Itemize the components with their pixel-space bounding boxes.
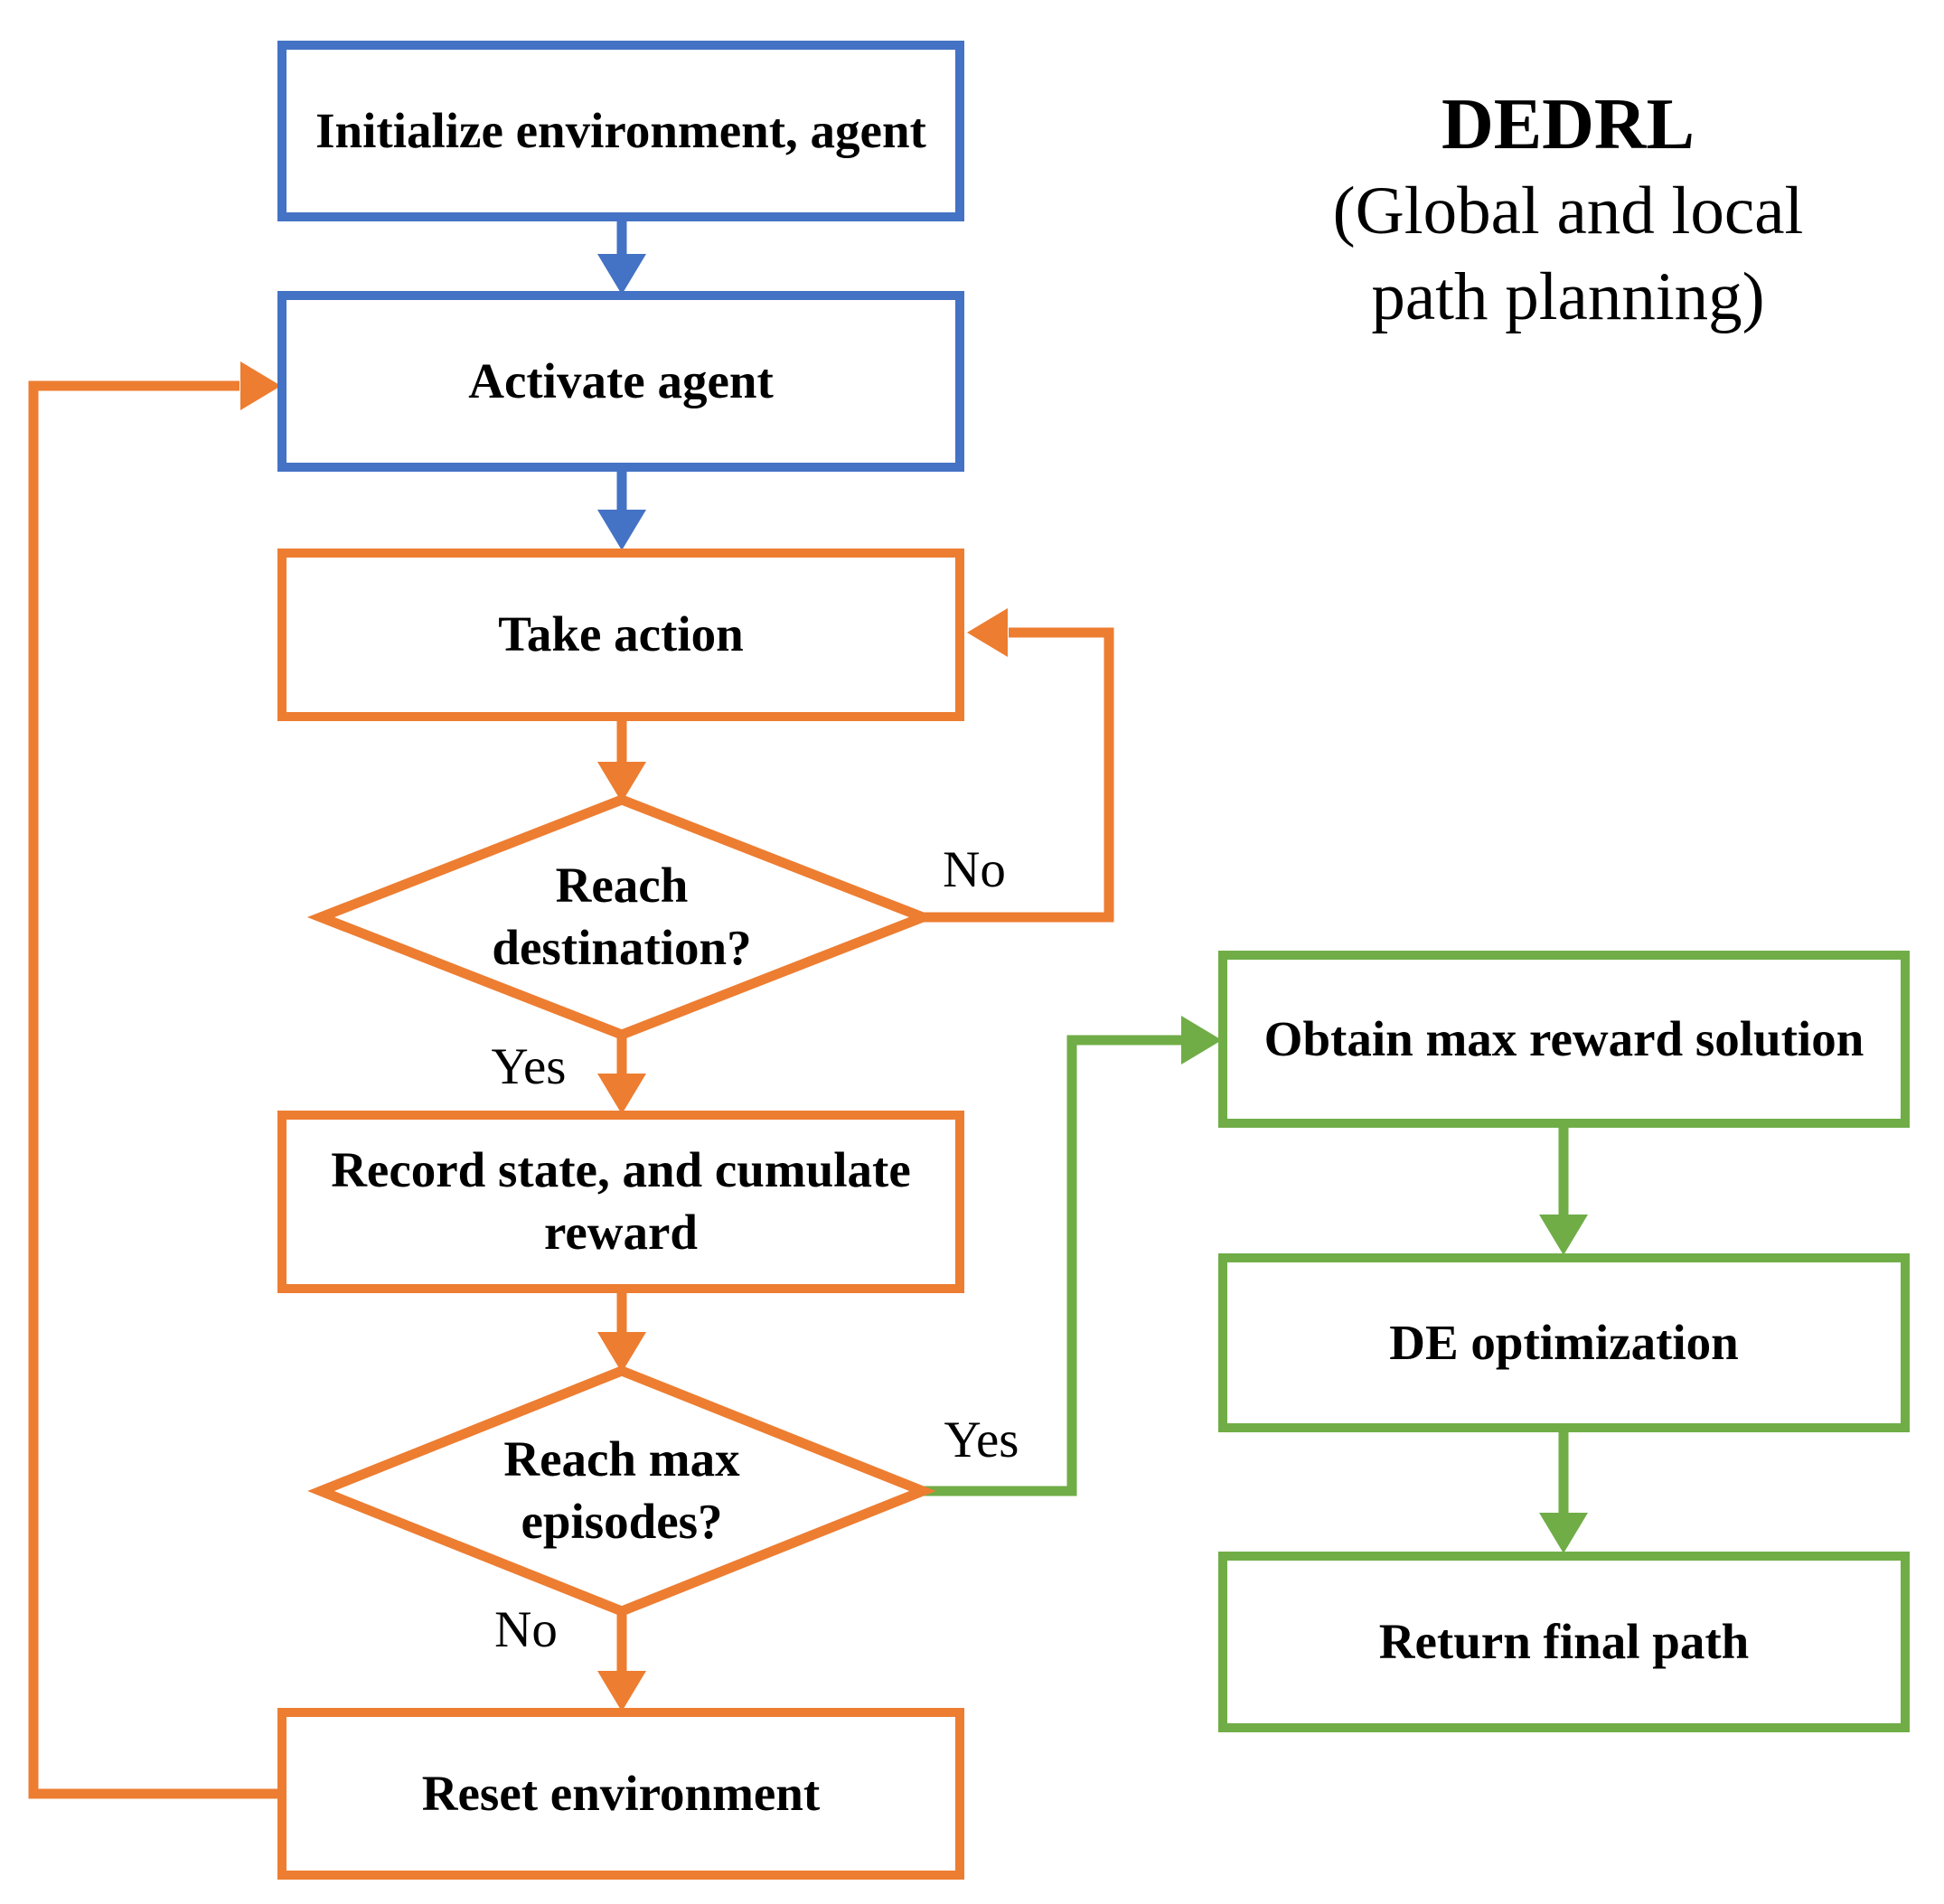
figure-subtitle-line-2: path planning) bbox=[1371, 259, 1765, 334]
arrow-head-icon bbox=[1539, 1513, 1588, 1553]
decision-reach-max-episodes-shape bbox=[307, 1365, 936, 1617]
arrow-activate-to-take-action bbox=[597, 472, 646, 550]
node-record-state: Record state, and cumulate reward bbox=[277, 1111, 964, 1293]
edge-label-no-destination: No bbox=[943, 840, 1006, 898]
figure-title: DEDRL (Global and local path planning) bbox=[1202, 81, 1934, 340]
node-take-action: Take action bbox=[277, 549, 964, 721]
figure-title-acronym: DEDRL bbox=[1441, 85, 1695, 164]
arrow-obtain-to-de-optimization bbox=[1539, 1128, 1588, 1255]
arrow-de-optimization-to-return bbox=[1539, 1432, 1588, 1553]
arrow-reach-destination-to-record-state bbox=[597, 1035, 646, 1114]
node-initialize-environment: Initialize environment, agent bbox=[277, 41, 964, 221]
node-return-final-path: Return final path bbox=[1218, 1552, 1910, 1732]
decision-reach-max-episodes-label: Reach max episodes? bbox=[503, 1431, 740, 1549]
arrow-head-icon bbox=[597, 1074, 646, 1114]
arrow-line bbox=[28, 380, 277, 1799]
edge-label-yes-episodes: Yes bbox=[944, 1411, 1019, 1468]
arrow-head-icon bbox=[597, 762, 646, 802]
node-activate-agent: Activate agent bbox=[277, 291, 964, 472]
arrow-head-icon bbox=[1539, 1215, 1588, 1255]
arrow-head-icon bbox=[597, 510, 646, 550]
no-loop-to-take-action bbox=[923, 608, 1114, 923]
decision-reach-destination-label: Reach destination? bbox=[492, 858, 752, 975]
arrow-head-icon bbox=[967, 608, 1008, 657]
node-reset-environment: Reset environment bbox=[277, 1708, 964, 1880]
edge-label-yes-destination: Yes bbox=[491, 1037, 567, 1095]
node-de-optimization: DE optimization bbox=[1218, 1253, 1910, 1432]
arrow-initialize-to-activate bbox=[597, 221, 646, 295]
yes-path-to-obtain-max-reward bbox=[923, 1016, 1222, 1496]
arrow-head-icon bbox=[597, 1671, 646, 1712]
arrow-reach-max-episodes-to-reset bbox=[597, 1611, 646, 1712]
reset-loop-to-activate bbox=[28, 361, 281, 1799]
arrow-head-icon bbox=[240, 361, 281, 410]
arrow-head-icon bbox=[597, 1332, 646, 1373]
edge-label-no-episodes: No bbox=[494, 1600, 558, 1658]
arrow-line bbox=[923, 1035, 1182, 1496]
arrow-head-icon bbox=[1181, 1016, 1222, 1065]
arrow-record-state-to-reach-max-episodes bbox=[597, 1293, 646, 1373]
figure-subtitle-line-1: (Global and local bbox=[1332, 174, 1804, 249]
arrow-head-icon bbox=[597, 254, 646, 295]
decision-reach-destination-shape bbox=[306, 794, 937, 1040]
node-obtain-max-reward: Obtain max reward solution bbox=[1218, 951, 1910, 1128]
arrow-take-action-to-reach-destination bbox=[597, 721, 646, 802]
arrow-line bbox=[923, 627, 1114, 923]
